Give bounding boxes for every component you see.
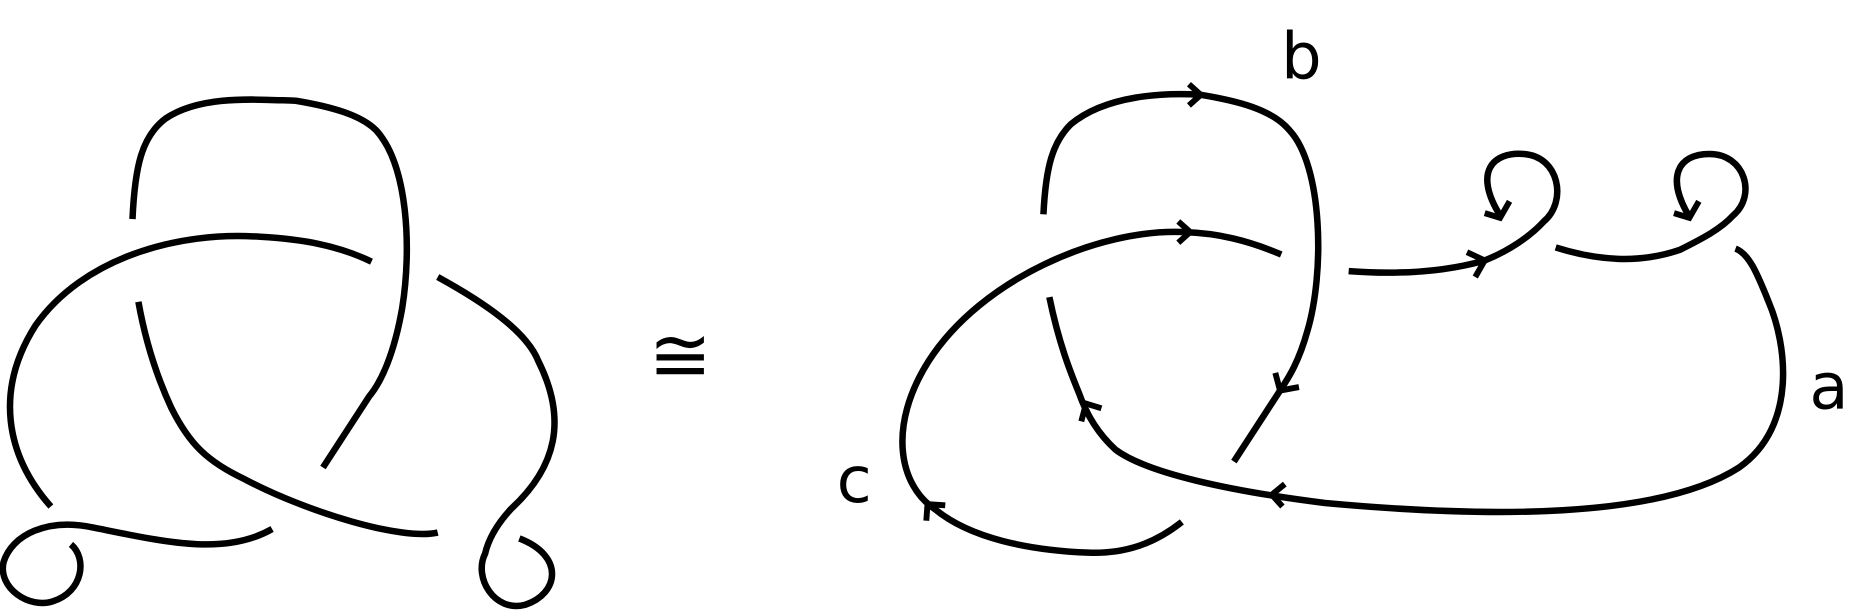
label-b: b [1281, 20, 1322, 94]
left-knot-lower-arc [135, 301, 439, 538]
kink-loop-2 [1554, 150, 1749, 263]
arc-c [899, 228, 1283, 556]
right-knot [899, 81, 1787, 556]
arrow-left-icon [1267, 481, 1287, 509]
kink-loop-1 [1348, 150, 1561, 276]
left-knot-middle-arc [6, 232, 373, 509]
arrow-up-icon [1078, 399, 1103, 423]
left-knot-right-arc [436, 274, 558, 610]
arrow-down-icon [1483, 199, 1513, 222]
arrow-down-left-icon [1272, 372, 1300, 394]
arrow-right-icon [1176, 219, 1195, 245]
arc-a [1046, 245, 1787, 516]
left-knot-top-arc [129, 96, 411, 470]
arrow-right-icon [1186, 81, 1206, 108]
equivalence-symbol: ≅ [649, 311, 712, 399]
arc-b [1040, 90, 1322, 464]
arrow-down-icon [1673, 199, 1702, 222]
arrow-up-left-icon [923, 501, 946, 521]
label-c: c [837, 444, 872, 518]
label-a: a [1809, 350, 1848, 424]
left-knot-left-loop [0, 521, 274, 607]
left-knot [0, 96, 558, 610]
arrow-right-icon [1465, 249, 1489, 279]
